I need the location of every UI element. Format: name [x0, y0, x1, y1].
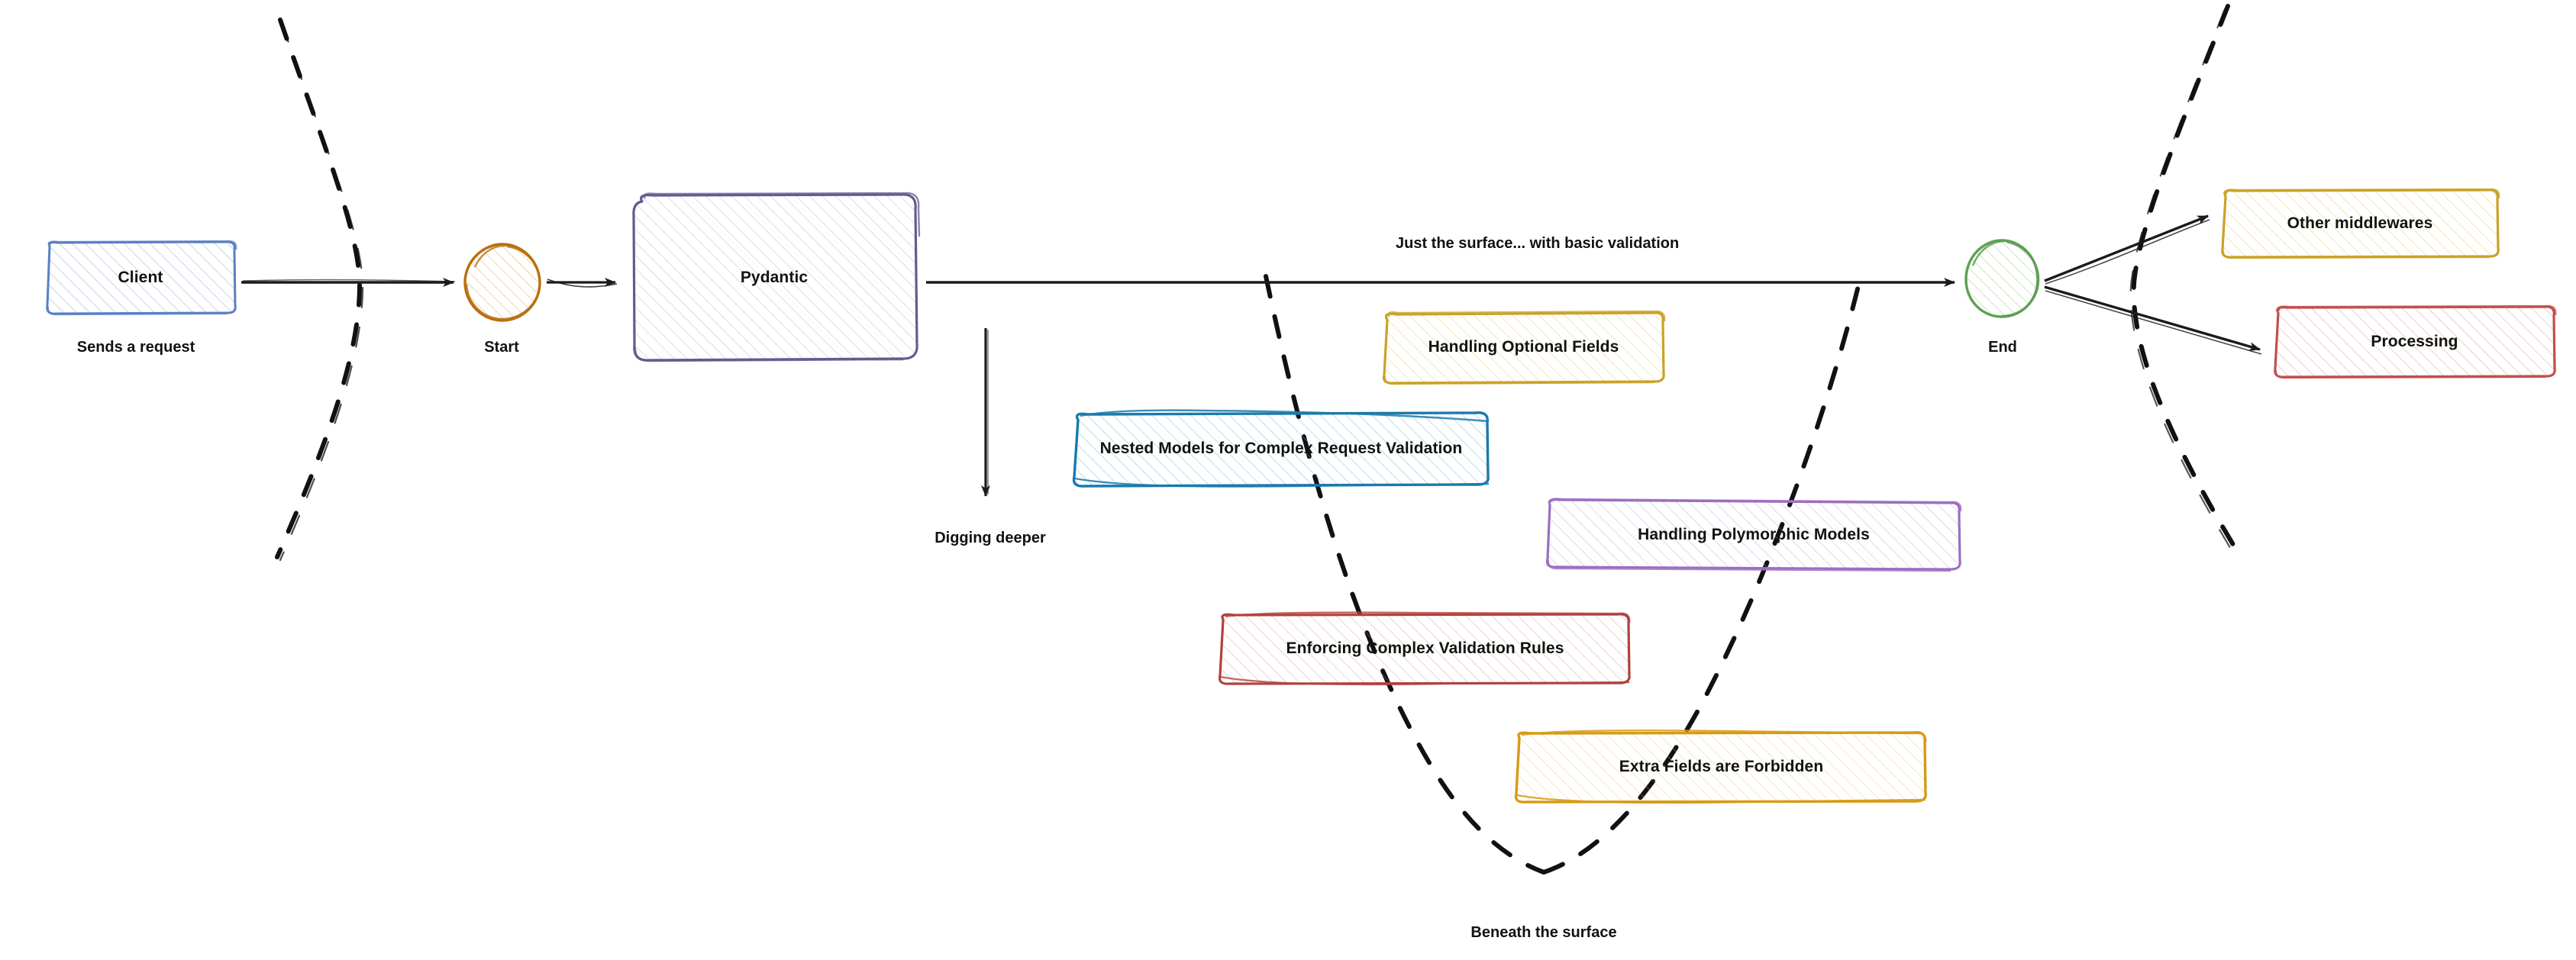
edge-start-to-pydantic [547, 278, 618, 288]
node-extra-fields-are-forbidden[interactable]: Extra Fields are Forbidden [1510, 729, 1932, 805]
node-other-middlewares[interactable]: Other middlewares [2215, 187, 2505, 260]
node-start[interactable] [460, 240, 545, 325]
node-enforcing-complex-validation-rules[interactable]: Enforcing Complex Validation Rules [1214, 610, 1636, 687]
edge-label-just-the-surface: Just the surface... with basic validatio… [1396, 235, 1680, 252]
caption-start: Start [484, 339, 519, 356]
extra-fields-are-forbidden-shape [1510, 729, 1932, 805]
caption-beneath-the-surface: Beneath the surface [1470, 924, 1617, 941]
dashed-arc-right [2129, 4, 2239, 556]
caption-end: End [1988, 339, 2017, 356]
edge-end-to-processing [2044, 285, 2262, 355]
node-client[interactable]: Client [40, 238, 240, 317]
node-nested-models[interactable]: Nested Models for Complex Request Valida… [1067, 409, 1495, 488]
node-extra-fields-are-forbidden-label: Extra Fields are Forbidden [1619, 758, 1824, 776]
dashed-arc-middle-right [1541, 271, 1864, 875]
node-handling-polymorphic-models-label: Handling Polymorphic Models [1638, 526, 1870, 544]
nested-models-shape [1067, 409, 1495, 488]
node-nested-models-label: Nested Models for Complex Request Valida… [1099, 440, 1463, 458]
node-pydantic-label: Pydantic [740, 269, 809, 287]
enforcing-complex-validation-rules-shape [1214, 610, 1636, 687]
node-end[interactable] [1961, 237, 2043, 321]
dashed-arc-left [275, 18, 364, 562]
other-middlewares-shape [2215, 187, 2505, 260]
node-pydantic[interactable]: Pydantic [622, 191, 926, 365]
edge-client-to-start [241, 278, 456, 287]
node-handling-optional-fields-label: Handling Optional Fields [1428, 338, 1619, 356]
node-client-label: Client [118, 269, 163, 287]
caption-digging-deeper: Digging deeper [935, 530, 1046, 546]
node-processing-label: Processing [2371, 333, 2458, 351]
handling-optional-fields-shape [1377, 309, 1671, 385]
processing-shape [2268, 304, 2561, 380]
end-shape [1961, 237, 2043, 321]
client-shape [40, 238, 240, 317]
start-shape [460, 240, 545, 325]
edge-digging-deeper [981, 328, 990, 497]
pydantic-shape [622, 191, 926, 365]
node-processing[interactable]: Processing [2268, 304, 2561, 380]
node-other-middlewares-label: Other middlewares [2287, 214, 2433, 233]
node-enforcing-complex-validation-rules-label: Enforcing Complex Validation Rules [1286, 639, 1564, 658]
caption-sends-a-request: Sends a request [76, 339, 195, 356]
handling-polymorphic-models-shape [1541, 497, 1967, 573]
node-handling-optional-fields[interactable]: Handling Optional Fields [1377, 309, 1671, 385]
edge-end-to-other-middlewares [2044, 214, 2210, 285]
node-handling-polymorphic-models[interactable]: Handling Polymorphic Models [1541, 497, 1967, 573]
